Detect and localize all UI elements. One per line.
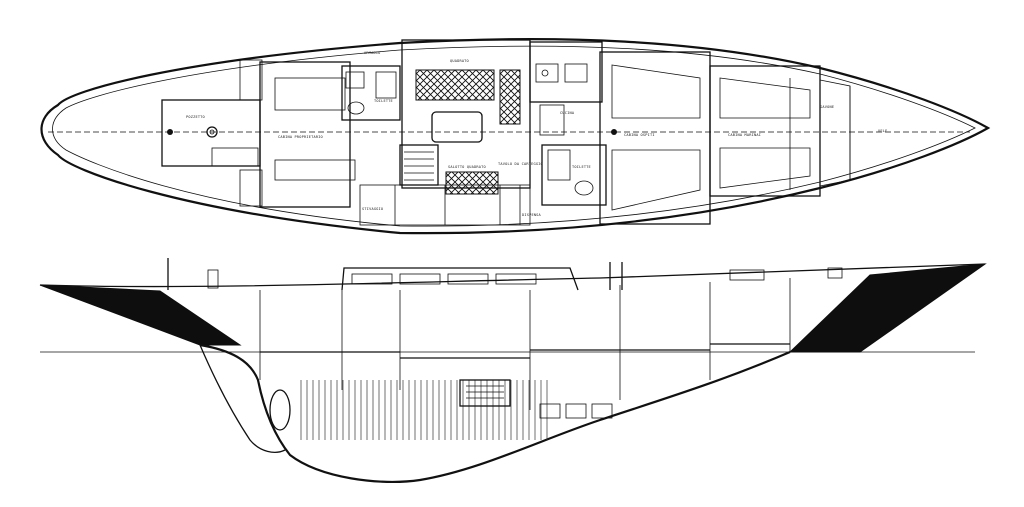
galley-fridge (564, 63, 588, 83)
rudder-icon (269, 389, 291, 431)
windlass (827, 267, 843, 279)
profile-section (39, 258, 987, 483)
crew-berths (719, 77, 811, 189)
aft-storage-dividers (394, 185, 521, 225)
label-tavolo: TAVOLO DA CARTEGGIO (498, 162, 543, 166)
aft-washbasin (345, 71, 365, 89)
engine-detail (466, 385, 504, 399)
saloon-zone (401, 39, 531, 189)
label-armadio: ARMADIO (364, 51, 381, 55)
rudder-skeg (199, 344, 286, 453)
winch (207, 269, 219, 289)
stern-topside (39, 284, 242, 346)
label-cabina-marinai: CABINA MARINAI (728, 133, 761, 137)
helm-seat (211, 147, 259, 167)
deckhouse-window-3 (447, 273, 489, 285)
hull-underbody (199, 343, 791, 483)
deckhouse-window-1 (351, 273, 393, 285)
cockpit-well (161, 99, 261, 167)
label-salotto: SALOTTO QUADRATO (448, 165, 486, 169)
guest-cabin-fixture (611, 129, 617, 135)
cabin-sole (260, 343, 790, 359)
saloon-bench (445, 171, 499, 195)
deckhouse-window-2 (399, 273, 441, 285)
label-toilette-fwd: TOILETTE (572, 165, 591, 169)
saloon-settee-port (499, 69, 521, 125)
chart-table (539, 104, 565, 136)
guest-berth (611, 64, 701, 119)
keel-ballast (300, 380, 550, 440)
plan-inner-sheer (52, 45, 976, 227)
label-cabina-ospiti: CABINA OSPITI (624, 133, 655, 137)
label-pozzetto: POZZETTO (186, 115, 205, 119)
label-stivaggio: STIVAGGIO (362, 207, 383, 211)
wheel-pedestal (206, 126, 218, 138)
fwd-basin (547, 149, 571, 181)
label-quadrato: QUADRATO (450, 59, 469, 63)
deckhouse (341, 267, 579, 291)
stove-burner-icon (541, 69, 549, 77)
label-toilette-aft: TOILETTE (374, 99, 393, 103)
bow-hatch (729, 269, 765, 281)
forepeak (819, 79, 851, 187)
saloon-table (431, 111, 483, 143)
companionway (399, 144, 439, 186)
aft-shower (375, 71, 397, 99)
winch-icon (167, 129, 173, 135)
tank-2 (565, 403, 587, 419)
galley (529, 41, 603, 103)
crew-cabin (709, 65, 821, 197)
bow-topside (788, 263, 987, 353)
aft-settee (274, 159, 356, 181)
label-cabina-propr: CABINA PROPRIETARIO (278, 135, 323, 139)
label-cucina: CUCINA (560, 111, 575, 115)
aft-locker (239, 59, 263, 101)
label-gavone: GAVONE (820, 105, 834, 109)
fwd-toilet-icon (574, 180, 594, 196)
aft-berth (274, 77, 346, 111)
accommodation-plan: ARMADIO CUCINA TOILETTE CABINA PROPRIETA… (40, 38, 991, 235)
deckhouse-window-4 (495, 273, 537, 285)
aft-head (341, 65, 401, 121)
aft-cabin (259, 61, 351, 208)
compass-icon (209, 129, 215, 135)
galley-sink (535, 63, 559, 83)
label-dispensa: DISPENSA (522, 213, 542, 217)
guest-cabin (599, 51, 711, 225)
tank-1 (539, 403, 561, 419)
label-vele: VELE (878, 129, 887, 133)
plan-hull-outline (40, 38, 991, 235)
aft-toilet-icon (347, 101, 365, 115)
companion-steps (404, 151, 434, 181)
engine-block (459, 379, 511, 407)
aft-locker-2 (239, 169, 263, 207)
saloon-settee-aft (415, 69, 495, 101)
guest-berth-2 (611, 149, 701, 211)
tank-3 (591, 403, 613, 419)
fwd-head (541, 144, 607, 206)
sheer-line (39, 263, 986, 288)
